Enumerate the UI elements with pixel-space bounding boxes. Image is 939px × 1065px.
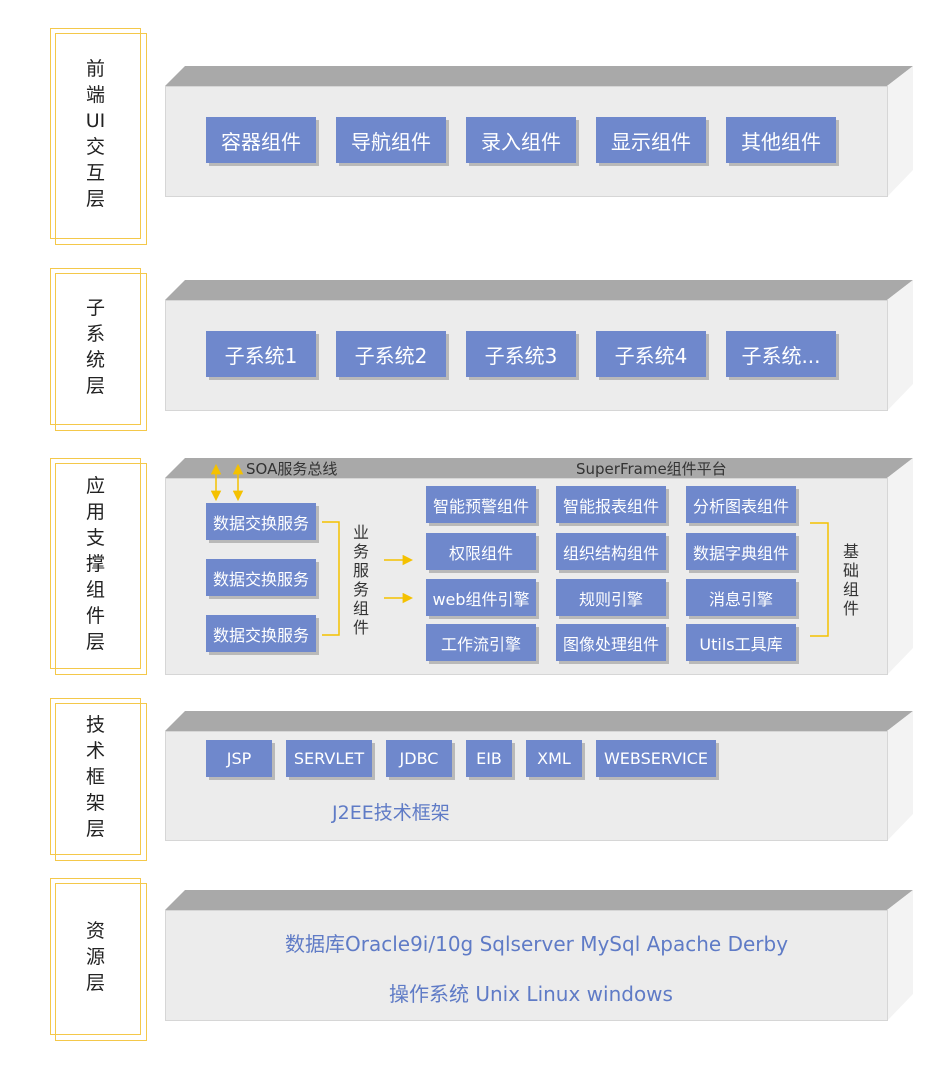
component-workflow-engine: 工作流引擎: [426, 624, 536, 661]
layer-label-frontend: 前端UI交互层: [50, 28, 147, 245]
subsystem-4: 子系统4: [596, 331, 706, 377]
base-component-label: 基础组件: [842, 542, 859, 618]
base-bracket: [810, 522, 829, 637]
subsystem-3: 子系统3: [466, 331, 576, 377]
panel-side-face: [887, 711, 913, 841]
resource-os-line: 操作系统 Unix Linux windows: [389, 982, 673, 1006]
component-rule-engine: 规则引擎: [556, 579, 666, 616]
panel-top-face: [165, 280, 913, 300]
tech-xml: XML: [526, 740, 582, 777]
tech-eib: EIB: [466, 740, 512, 777]
component-input: 录入组件: [466, 117, 576, 163]
resource-panel: [165, 890, 913, 1021]
j2ee-framework-caption: J2EE技术框架: [332, 802, 450, 824]
tech-jsp: JSP: [206, 740, 272, 777]
component-data-dictionary: 数据字典组件: [686, 533, 796, 570]
superframe-platform-label: SuperFrame组件平台: [576, 460, 727, 478]
data-exchange-service-1: 数据交换服务: [206, 503, 316, 540]
component-utils-library: Utils工具库: [686, 624, 796, 661]
data-exchange-service-2: 数据交换服务: [206, 559, 316, 596]
layer-label-resource: 资源层: [50, 878, 147, 1041]
layer-label-framework: 技术框架层: [50, 698, 147, 861]
soa-bus-label: SOA服务总线: [246, 460, 338, 478]
component-other: 其他组件: [726, 117, 836, 163]
tech-webservice: WEBSERVICE: [596, 740, 716, 777]
component-org-structure: 组织结构组件: [556, 533, 666, 570]
subsystem-1: 子系统1: [206, 331, 316, 377]
resource-database-line: 数据库Oracle9i/10g Sqlserver MySql Apache D…: [285, 932, 789, 956]
component-analysis-chart: 分析图表组件: [686, 486, 796, 523]
layer-label-subsystem: 子系统层: [50, 268, 147, 431]
component-permission: 权限组件: [426, 533, 536, 570]
panel-top-face: [165, 458, 913, 478]
component-smart-report: 智能报表组件: [556, 486, 666, 523]
component-container: 容器组件: [206, 117, 316, 163]
component-smart-alert: 智能预警组件: [426, 486, 536, 523]
business-service-label: 业务服务组件: [352, 523, 369, 637]
panel-side-face: [887, 890, 913, 1021]
layer-label-support: 应用支撑组件层: [50, 458, 147, 675]
component-web-engine: web组件引擎: [426, 579, 536, 616]
component-message-engine: 消息引擎: [686, 579, 796, 616]
panel-top-face: [165, 890, 913, 910]
subsystem-more: 子系统...: [726, 331, 836, 377]
subsystem-2: 子系统2: [336, 331, 446, 377]
component-image-processing: 图像处理组件: [556, 624, 666, 661]
panel-top-face: [165, 66, 913, 86]
tech-jdbc: JDBC: [386, 740, 452, 777]
component-display: 显示组件: [596, 117, 706, 163]
component-navigation: 导航组件: [336, 117, 446, 163]
data-exchange-service-3: 数据交换服务: [206, 615, 316, 652]
panel-top-face: [165, 711, 913, 731]
exchange-bracket: [322, 521, 340, 636]
panel-side-face: [887, 458, 913, 675]
tech-servlet: SERVLET: [286, 740, 372, 777]
panel-front-face: [165, 910, 888, 1021]
